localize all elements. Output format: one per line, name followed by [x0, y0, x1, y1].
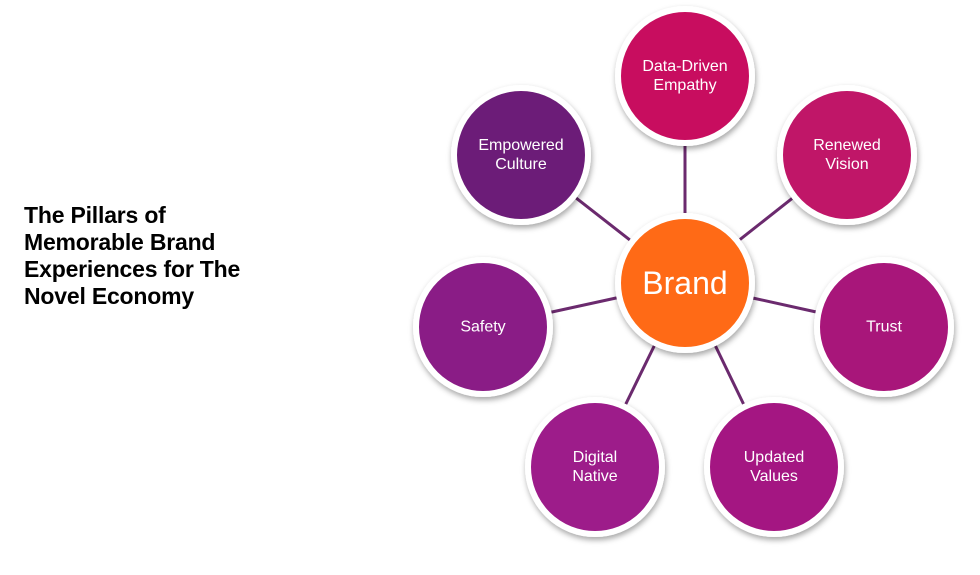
- connector-safety: [551, 296, 617, 314]
- brand-hub-circle: [615, 213, 755, 353]
- pillar-updated-values-circle: [704, 397, 844, 537]
- connector-empowered-culture: [575, 196, 631, 242]
- pillar-renewed-vision-label: Vision: [825, 156, 868, 173]
- pillar-data-driven-empathy-circle: [615, 6, 755, 146]
- connector-digital-native: [624, 345, 656, 405]
- pillar-digital-native-circle: [525, 397, 665, 537]
- brand-hub-label: Brand: [642, 265, 727, 301]
- diagram-title: The Pillars of Memorable Brand Experienc…: [24, 202, 314, 310]
- pillar-empowered-culture-label: Empowered: [478, 137, 563, 154]
- pillar-empowered-culture-label: Culture: [495, 156, 547, 173]
- pillar-trust-circle: [814, 257, 954, 397]
- pillar-safety-circle: [413, 257, 553, 397]
- title-line: Novel Economy: [24, 283, 194, 309]
- title-line: Memorable Brand: [24, 229, 216, 255]
- connector-renewed-vision: [738, 197, 794, 241]
- title-line: Experiences for The: [24, 256, 241, 282]
- pillar-updated-values-label: Values: [750, 468, 798, 485]
- pillar-digital-native-label: Native: [572, 468, 617, 485]
- pillar-data-driven-empathy-label: Data-Driven: [642, 58, 727, 75]
- pillar-renewed-vision-circle: [777, 85, 917, 225]
- pillar-digital-native-label: Digital: [573, 449, 617, 466]
- connectors: [551, 146, 816, 405]
- connector-updated-values: [714, 345, 745, 405]
- pillar-trust-label: Trust: [866, 319, 902, 336]
- pillar-safety: Safety: [413, 257, 553, 397]
- pillar-trust: Trust: [814, 257, 954, 397]
- connector-trust: [753, 296, 816, 314]
- pillar-empowered-culture-circle: [451, 85, 591, 225]
- pillar-data-driven-empathy-label: Empathy: [653, 77, 716, 94]
- title-line: The Pillars of: [24, 202, 166, 228]
- brand-hub: Brand: [615, 213, 755, 353]
- pillar-safety-label: Safety: [460, 319, 505, 336]
- pillar-renewed-vision-label: Renewed: [813, 137, 881, 154]
- pillar-updated-values-label: Updated: [744, 449, 805, 466]
